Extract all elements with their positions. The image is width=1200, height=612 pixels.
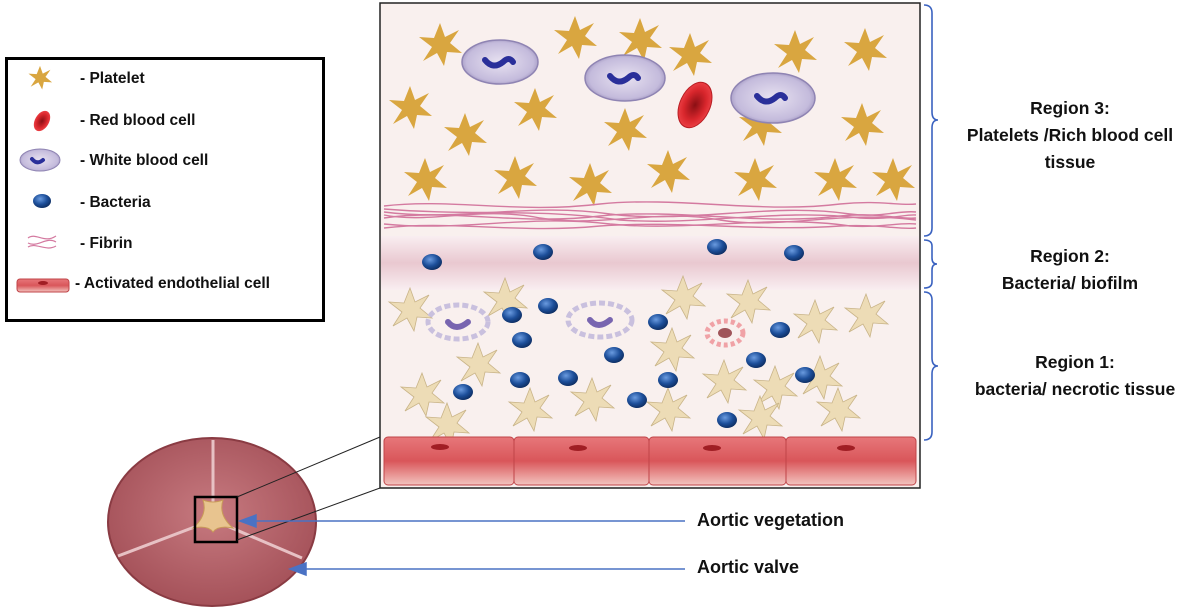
- legend-label-endothelial-cell: - Activated endothelial cell: [75, 275, 270, 293]
- region2-label: Region 2: Bacteria/ biofilm: [950, 243, 1190, 297]
- bacterium: [558, 370, 578, 386]
- bacterium: [658, 372, 678, 388]
- legend-label-bacteria: - Bacteria: [80, 194, 151, 212]
- bacterium: [746, 352, 766, 368]
- region-brackets: [924, 5, 938, 440]
- bacterium: [502, 307, 522, 323]
- tissue-panel: [380, 3, 920, 488]
- legend-label-white-blood-cell: - White blood cell: [80, 152, 208, 170]
- bacterium: [627, 392, 647, 408]
- bacterium: [784, 245, 804, 261]
- region3-title: Region 3:: [950, 95, 1190, 122]
- bacterium: [707, 239, 727, 255]
- bacterium: [648, 314, 668, 330]
- bacterium: [422, 254, 442, 270]
- biofilm-band: [381, 236, 919, 290]
- white-blood-cell: [731, 73, 815, 123]
- region1-bracket: [924, 292, 938, 440]
- region1-title: Region 1:: [955, 349, 1195, 376]
- legend-label-platelet: - Platelet: [80, 70, 145, 88]
- aortic-valve-label: Aortic valve: [697, 557, 799, 578]
- region3-line1: Platelets /Rich blood cell: [950, 122, 1190, 149]
- endothelial-layer: [384, 437, 916, 485]
- region3-label: Region 3: Platelets /Rich blood cell tis…: [950, 95, 1190, 176]
- aortic-valve: [108, 438, 316, 606]
- region2-title: Region 2:: [950, 243, 1190, 270]
- bacterium: [512, 332, 532, 348]
- bacterium: [533, 244, 553, 260]
- aortic-vegetation-label: Aortic vegetation: [697, 510, 844, 531]
- legend: - Platelet - Red blood cell - White bloo…: [5, 57, 325, 322]
- region1-line1: bacteria/ necrotic tissue: [955, 376, 1195, 403]
- white-blood-cell: [462, 40, 538, 84]
- region3-line2: tissue: [950, 149, 1190, 176]
- region2-bracket: [924, 240, 937, 288]
- bacterium: [538, 298, 558, 314]
- legend-label-red-blood-cell: - Red blood cell: [80, 112, 195, 130]
- region3-bracket: [924, 5, 938, 236]
- bacterium: [510, 372, 530, 388]
- region2-line1: Bacteria/ biofilm: [950, 270, 1190, 297]
- bacterium: [770, 322, 790, 338]
- white-blood-cell: [585, 55, 665, 101]
- bacterium: [795, 367, 815, 383]
- bacterium: [717, 412, 737, 428]
- bacterium: [453, 384, 473, 400]
- region1-label: Region 1: bacteria/ necrotic tissue: [955, 349, 1195, 403]
- bacterium: [604, 347, 624, 363]
- legend-label-fibrin: - Fibrin: [80, 235, 133, 253]
